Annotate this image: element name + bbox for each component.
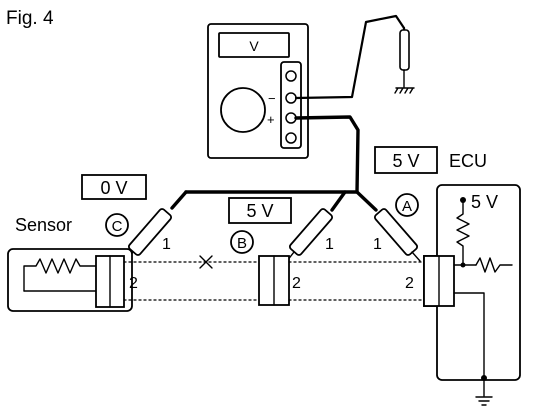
- meter-dial: [220, 87, 266, 133]
- open-circuit-mark: [199, 255, 213, 269]
- reading-ecu-line: 5 V: [374, 146, 438, 174]
- probe-wire-a: [355, 190, 378, 212]
- svg-text:5 V: 5 V: [392, 151, 419, 171]
- meter-display-text: V: [249, 38, 259, 54]
- reading-connector-b: 5 V: [228, 197, 292, 224]
- reading-sensor-c: 0 V: [81, 174, 147, 200]
- probe-a: [373, 208, 421, 262]
- point-a-label: A: [395, 193, 419, 217]
- probe-wire-sensor: [170, 190, 188, 210]
- ecu-supply-label: 5 V: [471, 192, 498, 212]
- ground-symbol-ecu: [475, 396, 493, 406]
- probe-b: [286, 208, 334, 262]
- sensor-body: [7, 248, 133, 312]
- ground-probe: [394, 26, 415, 94]
- pin-b-side: 2: [292, 275, 301, 292]
- meter-minus-label: −: [268, 91, 276, 106]
- point-c-label: C: [105, 213, 129, 237]
- voltmeter: V − +: [207, 23, 309, 159]
- sensor-label: Sensor: [15, 215, 72, 235]
- figure-label: Fig. 4: [6, 8, 54, 29]
- pin-b-probe: 1: [325, 236, 334, 253]
- svg-text:5 V: 5 V: [246, 201, 273, 221]
- svg-text:0 V: 0 V: [100, 178, 127, 198]
- ecu-signal-resistor: [475, 257, 513, 273]
- pin-sensor-side: 2: [129, 275, 138, 292]
- meter-positive-lead: [294, 115, 360, 194]
- svg-text:B: B: [237, 235, 247, 252]
- ground-symbol-top: [394, 87, 415, 94]
- point-b-label: B: [230, 230, 254, 254]
- meter-terminal-1: [285, 70, 297, 82]
- ecu-pullup-resistor: [456, 199, 470, 266]
- ecu-box: [423, 184, 521, 406]
- meter-terminal-com: [285, 92, 297, 104]
- pin-sensor-probe: 1: [162, 236, 171, 253]
- sensor-resistor: [23, 258, 97, 292]
- ecu-label: ECU: [449, 151, 487, 171]
- svg-text:A: A: [402, 198, 412, 215]
- connector-b: [258, 255, 290, 306]
- svg-text:C: C: [112, 218, 123, 235]
- meter-plus-label: +: [267, 112, 275, 127]
- pin-a-probe: 1: [373, 236, 382, 253]
- meter-terminal-4: [285, 132, 297, 144]
- meter-negative-lead: [294, 14, 406, 100]
- pin-a-side: 2: [405, 275, 414, 292]
- probe-wire-b: [330, 190, 347, 212]
